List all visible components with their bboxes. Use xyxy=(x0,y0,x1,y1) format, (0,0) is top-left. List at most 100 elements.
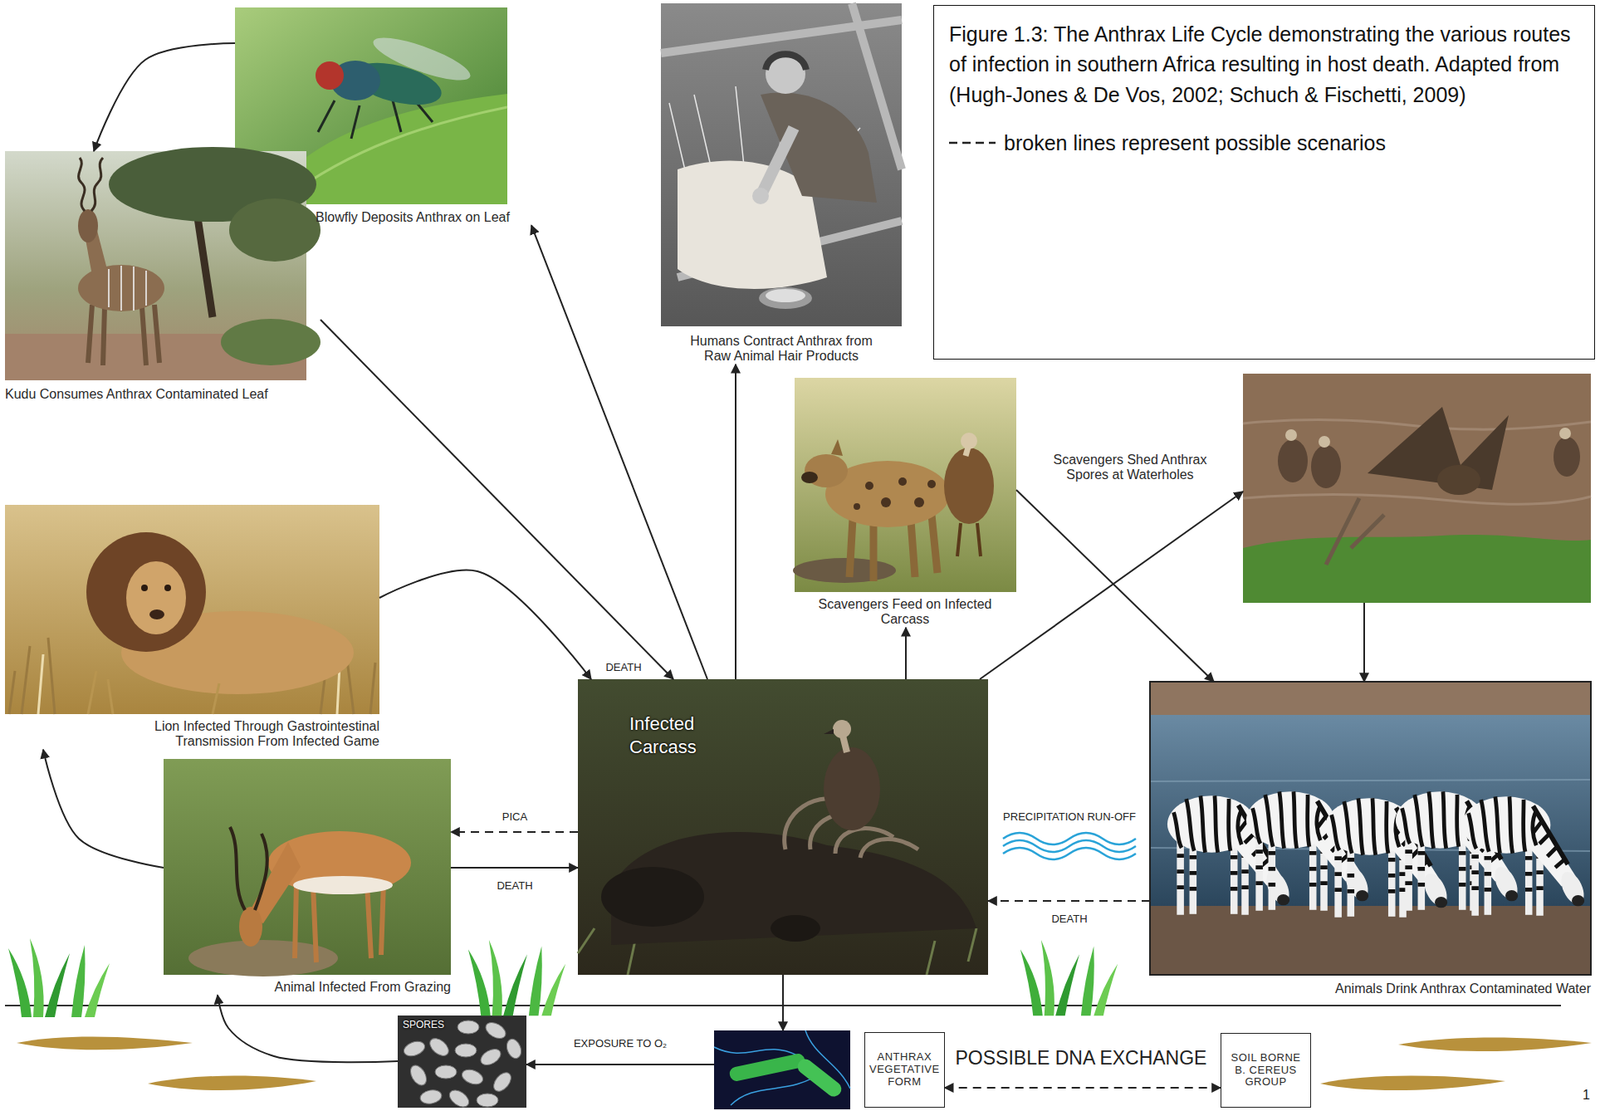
dashed-arrow xyxy=(988,900,1150,902)
waterhole-photo-part xyxy=(1559,427,1571,440)
hyena-photo-part xyxy=(853,503,861,510)
caption-text: Lion Infected Through Gastrointestinal T… xyxy=(105,719,380,750)
arrow xyxy=(450,866,578,869)
bacillus-micrograph-part xyxy=(714,1030,851,1106)
caption-text: Kudu Consumes Anthrax Contaminated Leaf xyxy=(4,386,321,402)
hyena-photo-part xyxy=(792,557,896,583)
impala-photo-part xyxy=(163,758,451,975)
ground-part xyxy=(16,1036,193,1050)
lion-photo-part xyxy=(141,584,148,592)
spores-micrograph-part xyxy=(426,1035,452,1060)
spores-micrograph-part xyxy=(483,1019,509,1043)
spores-micrograph-part xyxy=(407,1062,431,1089)
photo-panel: Scavengers Feed on Infected Carcass xyxy=(794,377,1017,593)
bacillus-micrograph-part xyxy=(728,1052,807,1083)
waterhole-photo-part xyxy=(1437,464,1481,495)
arrow xyxy=(379,570,592,680)
spores-micrograph-part xyxy=(435,1065,457,1079)
zebras-photo-part xyxy=(1149,681,1591,715)
hyena-photo-part xyxy=(914,497,925,508)
ground-part xyxy=(1398,1037,1592,1052)
arrow xyxy=(979,491,1243,680)
waterhole-photo-part xyxy=(1242,373,1591,603)
kudu-photo-part xyxy=(220,318,321,366)
zebras-photo-part xyxy=(1462,796,1589,915)
blowfly-photo-part xyxy=(369,29,475,89)
run-off-wave xyxy=(1003,832,1136,860)
hyena-photo-part xyxy=(898,477,907,486)
arrow xyxy=(1363,602,1366,682)
hyena-photo xyxy=(792,377,1017,593)
hyena-photo-part xyxy=(831,439,843,456)
arrow xyxy=(782,974,784,1031)
legend-row: broken lines represent possible scenario… xyxy=(949,131,1580,156)
photo-panel: Kudu Consumes Anthrax Contaminated Leaf xyxy=(4,151,307,381)
box-text: SOIL BORNE B. CEREUS GROUP xyxy=(1224,1051,1307,1090)
ground-part xyxy=(1020,939,1118,1016)
humans-photo-part xyxy=(660,3,902,327)
lion-photo-part xyxy=(126,561,186,635)
humans-photo-part xyxy=(765,53,806,94)
hyena-photo-part xyxy=(960,432,978,450)
spores-micrograph-part xyxy=(457,1020,480,1034)
arrow xyxy=(531,225,708,680)
bacillus-micrograph-part xyxy=(794,1056,845,1100)
carcass-photo-part xyxy=(770,914,821,942)
spores-micrograph-part xyxy=(503,1037,524,1061)
arrow xyxy=(905,627,907,680)
arrow xyxy=(526,1063,715,1066)
ground-part xyxy=(8,938,110,1018)
run-off-wave-part xyxy=(1003,847,1136,860)
spores-micrograph-part xyxy=(476,1093,499,1107)
caption-text: Scavengers Shed Anthrax Spores at Waterh… xyxy=(1038,452,1222,484)
hyena-photo-part xyxy=(944,447,994,524)
caption-text: Animal Infected From Grazing xyxy=(201,979,451,995)
spores-micrograph-part xyxy=(455,1043,477,1057)
impala-photo xyxy=(163,758,451,977)
waterhole-photo-part xyxy=(1311,445,1341,489)
edge-label: DEATH xyxy=(603,660,643,674)
micrograph-panel: ANTHRAX VEGETATIVE FORM xyxy=(714,1030,940,1110)
arrow xyxy=(734,364,737,680)
spores-micrograph-part xyxy=(478,1046,504,1069)
photo-panel: Humans Contract Anthrax from Raw Animal … xyxy=(660,3,902,327)
humans-photo-part xyxy=(765,288,806,303)
spores-micrograph-part xyxy=(446,1086,472,1111)
arrow xyxy=(320,319,674,680)
kudu-photo xyxy=(4,146,321,381)
arrow xyxy=(93,43,235,152)
caption-text: SPORES xyxy=(402,1018,470,1032)
kudu-photo-part xyxy=(108,265,147,311)
spores-micrograph xyxy=(397,1015,527,1111)
photo-panel: Blowfly Deposits Anthrax on Leaf xyxy=(234,7,508,205)
box-text: ANTHRAX VEGETATIVE FORM xyxy=(864,1032,945,1108)
photo-panel: Lion Infected Through Gastrointestinal T… xyxy=(4,504,380,715)
hyena-photo-part xyxy=(957,523,981,557)
photo-panel: Infected Carcass xyxy=(577,679,989,975)
waterhole-photo-part xyxy=(1318,435,1331,448)
annotation-label: PRECIPITATION RUN-OFF xyxy=(1003,810,1136,823)
legend-swatch xyxy=(949,137,996,148)
lion-photo-part xyxy=(149,609,165,620)
zebras-photo-part xyxy=(1149,681,1591,975)
ground-part xyxy=(468,939,566,1016)
humans-photo-part xyxy=(765,53,807,70)
arrow xyxy=(217,994,398,1062)
text-box: SOIL BORNE B. CEREUS GROUP xyxy=(1220,1032,1312,1108)
edge-label: POSSIBLE DNA EXCHANGE xyxy=(954,1047,1209,1070)
figure-caption: Figure 1.3: The Anthrax Life Cycle demon… xyxy=(949,19,1580,110)
carcass-photo-part xyxy=(577,679,989,975)
bacillus-micrograph xyxy=(714,1030,851,1110)
impala-photo-part xyxy=(239,906,263,947)
lion-photo-part xyxy=(4,504,380,715)
spores-micrograph-part xyxy=(459,1066,485,1087)
photo-panel: Animal Infected From Grazing xyxy=(163,758,451,975)
zebras-photo xyxy=(1149,681,1591,975)
lion-photo xyxy=(4,504,380,715)
waterhole-photo-part xyxy=(1285,429,1297,441)
humans-photo-part xyxy=(762,127,794,193)
edge-label: DEATH xyxy=(1049,912,1089,925)
ground-part xyxy=(1320,1076,1506,1091)
impala-photo-part xyxy=(293,875,393,895)
edge-label: DEATH xyxy=(494,879,534,892)
